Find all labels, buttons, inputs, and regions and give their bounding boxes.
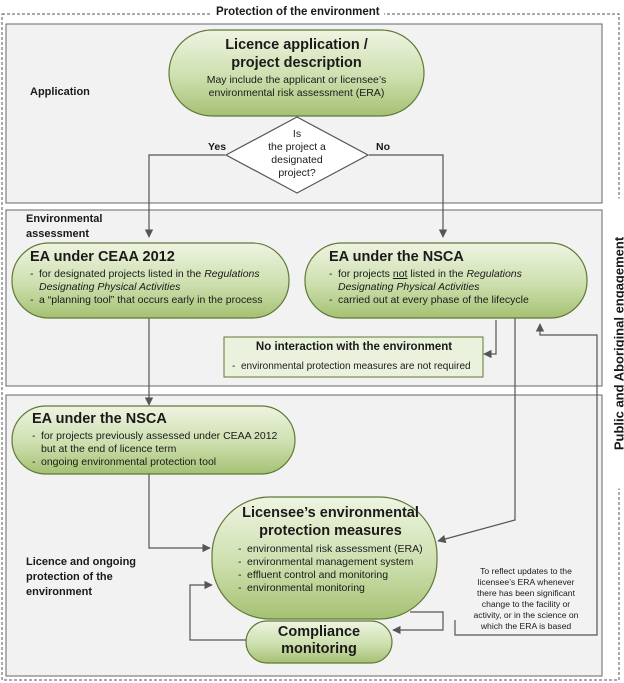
licence-application-node bbox=[168, 29, 425, 117]
ea-nsca-top-b1-mid: listed in the bbox=[410, 268, 464, 280]
ea-ceaa-bullets: for designated projects listed in the Re… bbox=[30, 268, 285, 307]
decision-line-1: Is bbox=[292, 128, 302, 140]
decision-line-2: the project a bbox=[268, 141, 326, 153]
compliance-title-1: Compliance bbox=[277, 624, 361, 640]
section-label-licence-line3: environment bbox=[26, 586, 93, 598]
compliance-text: Compliance monitoring bbox=[246, 624, 392, 658]
protection-measure-item: effluent control and monitoring bbox=[238, 569, 433, 582]
protection-measure-item: environmental risk assessment (ERA) bbox=[238, 543, 433, 556]
ea-nsca-top-b1-not: not bbox=[392, 268, 408, 280]
diagram-title: Protection of the environment bbox=[212, 6, 384, 18]
decision-no-label: No bbox=[376, 141, 390, 153]
ea-nsca-top-bullet-1: for projects not listed in the Regulatio… bbox=[329, 268, 579, 294]
ea-ceaa-text: EA under CEAA 2012 for designated projec… bbox=[30, 248, 285, 307]
protection-measures-list: environmental risk assessment (ERA) envi… bbox=[238, 543, 433, 595]
ea-nsca-bottom-b1b: but at the end of licence term bbox=[41, 443, 177, 455]
note-line-1: To reflect updates to the bbox=[480, 566, 572, 576]
side-label: Public and Aboriginal engagement bbox=[611, 198, 624, 489]
licence-application-desc-1: May include the applicant or licensee’s bbox=[206, 74, 387, 86]
ea-nsca-bottom-bullet-2: ongoing environmental protection tool bbox=[32, 456, 292, 469]
section-label-environmental-assessment: Environmental assessment bbox=[26, 212, 102, 242]
ea-nsca-top-b1-italic-a: Regulations bbox=[466, 268, 522, 280]
feedback-note: To reflect updates to the licensee’s ERA… bbox=[459, 566, 593, 632]
arrow-to-no-interaction bbox=[483, 320, 497, 359]
section-label-licence-line2: protection of the bbox=[26, 571, 113, 583]
no-interaction-bullet: environmental protection measures are no… bbox=[232, 360, 480, 373]
ea-nsca-top-title: EA under the NSCA bbox=[329, 249, 464, 265]
ea-ceaa-b1-italic-a: Regulations bbox=[204, 268, 260, 280]
section-label-licence: Licence and ongoing protection of the en… bbox=[26, 555, 136, 600]
decision-text: Is the project a designated project? bbox=[247, 128, 347, 180]
section-label-licence-line1: Licence and ongoing bbox=[26, 556, 137, 568]
ea-ceaa-title: EA under CEAA 2012 bbox=[30, 249, 175, 265]
decision-line-3: designated bbox=[271, 154, 323, 166]
compliance-title-2: monitoring bbox=[281, 641, 357, 657]
ea-nsca-bottom-bullet-1: for projects previously assessed under C… bbox=[32, 430, 292, 456]
no-interaction-title: No interaction with the environment bbox=[255, 341, 453, 353]
ea-ceaa-bullet-1: for designated projects listed in the Re… bbox=[30, 268, 285, 294]
licence-application-title-2: project description bbox=[231, 55, 362, 71]
decision-yes-label: Yes bbox=[208, 141, 227, 153]
ea-nsca-bottom-bullets: for projects previously assessed under C… bbox=[32, 430, 292, 469]
arrow-feedback bbox=[454, 323, 598, 636]
ea-ceaa-b1-pre: for designated projects listed in the bbox=[39, 268, 202, 280]
protection-measure-item: environmental monitoring bbox=[238, 582, 433, 595]
ea-nsca-top-b1-italic-b: Designating Physical Activities bbox=[338, 281, 480, 293]
ea-ceaa-bullet-2: a “planning tool” that occurs early in t… bbox=[30, 294, 285, 307]
protection-measures-title-1: Licensee’s environmental bbox=[242, 505, 419, 521]
ea-nsca-top-bullets: for projects not listed in the Regulatio… bbox=[329, 268, 579, 307]
ea-ceaa-b1-italic-b: Designating Physical Activities bbox=[39, 281, 181, 293]
section-label-ea-line2: assessment bbox=[26, 228, 89, 240]
note-line-2: licensee’s ERA whenever bbox=[477, 577, 575, 587]
ea-nsca-bottom-title: EA under the NSCA bbox=[32, 411, 167, 427]
note-line-6: which the ERA is based bbox=[480, 621, 572, 631]
decision-diamond bbox=[224, 116, 370, 194]
ea-nsca-top-bullet-2: carried out at every phase of the lifecy… bbox=[329, 294, 579, 307]
licence-application-desc-2: environmental risk assessment (ERA) bbox=[208, 87, 385, 99]
ea-nsca-top-b1-pre: for projects bbox=[338, 268, 390, 280]
arrow-measures-to-compliance bbox=[392, 611, 444, 635]
protection-measure-item: environmental management system bbox=[238, 556, 433, 569]
compliance-node bbox=[245, 620, 393, 664]
ea-nsca-bottom-b1a: for projects previously assessed under C… bbox=[41, 430, 278, 442]
note-line-3: there has been significant bbox=[477, 588, 575, 598]
section-label-ea-line1: Environmental bbox=[26, 213, 103, 225]
arrow-nsca-top-to-measures bbox=[437, 318, 516, 544]
licence-application-title-1: Licence application / bbox=[225, 37, 368, 53]
protection-measures-title-2: protection measures bbox=[259, 523, 402, 539]
section-label-application: Application bbox=[30, 86, 90, 98]
ea-nsca-top-text: EA under the NSCA for projects not liste… bbox=[329, 248, 579, 307]
no-interaction-text: No interaction with the environment envi… bbox=[228, 340, 480, 373]
note-line-4: change to the facility or bbox=[481, 599, 571, 609]
arrow-no bbox=[369, 154, 448, 238]
decision-line-4: project? bbox=[278, 167, 316, 179]
no-interaction-bullets: environmental protection measures are no… bbox=[232, 360, 480, 373]
licence-application-text: Licence application / project descriptio… bbox=[169, 36, 424, 100]
note-line-5: activity, or in the science on bbox=[473, 610, 579, 620]
ea-nsca-bottom-text: EA under the NSCA for projects previousl… bbox=[32, 410, 292, 469]
arrow-nsca-bottom-to-measures bbox=[148, 474, 211, 553]
protection-measures-text: Licensee’s environmental protection meas… bbox=[228, 504, 433, 595]
arrow-compliance-to-measures bbox=[189, 580, 247, 641]
arrow-yes bbox=[144, 154, 225, 238]
